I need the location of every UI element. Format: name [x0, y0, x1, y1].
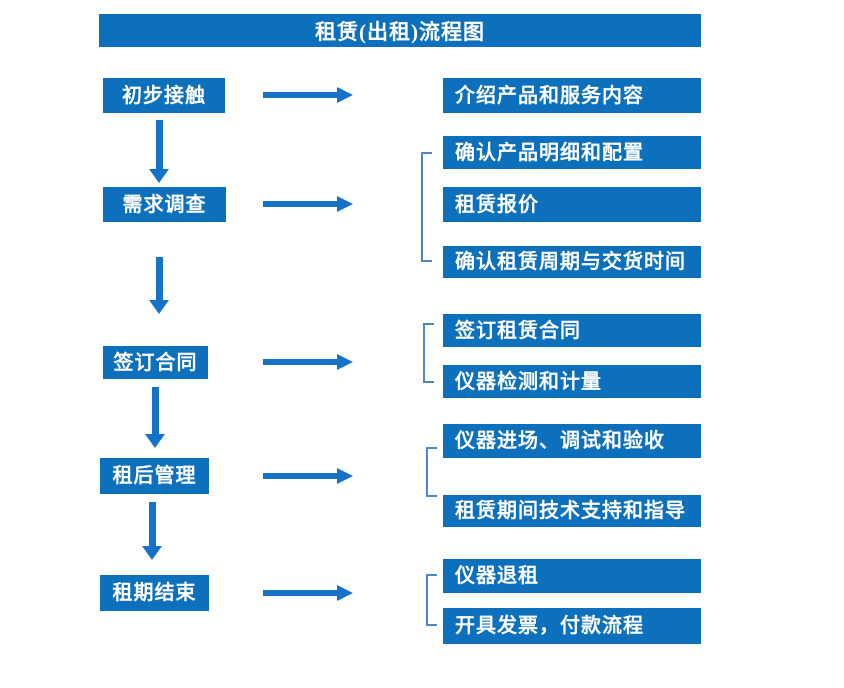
arrow-shaft [148, 502, 156, 547]
step-sign-contract: 签订合同 [103, 346, 208, 379]
detail-confirm-period-delivery: 确认租赁周期与交货时间 [443, 246, 701, 278]
step-initial-contact: 初步接触 [103, 78, 225, 113]
step-post-rental-management: 租后管理 [100, 458, 209, 494]
detail-instrument-setup-acceptance: 仪器进场、调试和验收 [443, 424, 701, 458]
detail-invoice-payment: 开具发票，付款流程 [443, 608, 701, 644]
right-arrow-icon-4 [263, 468, 353, 484]
arrow-head [337, 354, 353, 370]
bracket-sign-contract-group [423, 323, 434, 383]
right-arrow-icon-3 [263, 354, 353, 370]
arrow-head [142, 546, 162, 560]
down-arrow-icon-3 [145, 387, 165, 448]
arrow-shaft [263, 92, 339, 98]
arrow-head [145, 434, 165, 448]
arrow-shaft [155, 120, 163, 170]
detail-tech-support: 租赁期间技术支持和指导 [443, 495, 701, 527]
step-rental-end: 租期结束 [100, 575, 209, 611]
arrow-head [149, 169, 169, 183]
arrow-shaft [263, 201, 339, 207]
arrow-shaft [155, 257, 163, 301]
bracket-demand-survey-group [421, 152, 432, 262]
arrow-head [337, 87, 353, 103]
arrow-shaft [263, 359, 339, 365]
right-arrow-icon-1 [263, 87, 353, 103]
arrow-shaft [151, 387, 159, 435]
arrow-head [337, 196, 353, 212]
arrow-head [337, 468, 353, 484]
detail-introduce-products: 介绍产品和服务内容 [443, 78, 701, 113]
detail-sign-rental-contract: 签订租赁合同 [443, 314, 701, 347]
detail-confirm-product-config: 确认产品明细和配置 [443, 136, 701, 169]
down-arrow-icon-1 [149, 120, 169, 183]
arrow-shaft [263, 473, 339, 479]
bracket-rental-end-group [426, 574, 437, 626]
bracket-post-rental-group [426, 447, 437, 497]
diagram-title: 租赁(出租)流程图 [99, 14, 701, 47]
right-arrow-icon-2 [263, 196, 353, 212]
down-arrow-icon-4 [142, 502, 162, 560]
down-arrow-icon-2 [149, 257, 169, 314]
detail-instrument-return: 仪器退租 [443, 559, 701, 593]
right-arrow-icon-5 [263, 585, 353, 601]
step-demand-survey: 需求调查 [103, 187, 226, 222]
arrow-head [337, 585, 353, 601]
arrow-head [149, 300, 169, 314]
arrow-shaft [263, 590, 339, 596]
detail-rental-quotation: 租赁报价 [443, 187, 701, 222]
detail-instrument-testing: 仪器检测和计量 [443, 365, 701, 398]
